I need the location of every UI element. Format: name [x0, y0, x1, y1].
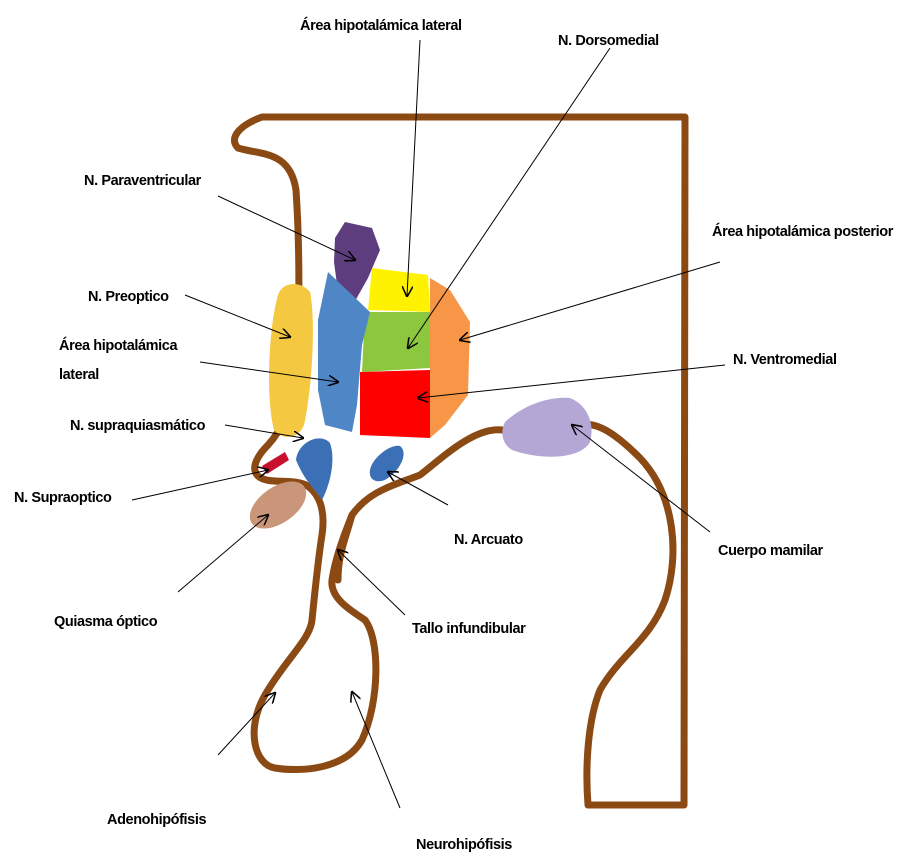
- dorsomedial-nucleus: [362, 312, 430, 372]
- arrow-paraventricular: [218, 196, 355, 260]
- label-n-dorsomedial: N. Dorsomedial: [558, 33, 659, 49]
- label-n-supraquiasmatico: N. supraquiasmático: [70, 418, 206, 434]
- label-n-arcuato: N. Arcuato: [454, 532, 523, 548]
- mammillary-body: [502, 398, 591, 457]
- arrow-cuerpo-mamilar: [572, 425, 710, 532]
- label-quiasma-optico: Quiasma óptico: [54, 614, 158, 630]
- arrow-dorsomedial: [408, 48, 610, 348]
- label-n-supraoptico: N. Supraoptico: [14, 490, 112, 506]
- label-area-hipotalamica-lateral-top: Área hipotalámica lateral: [300, 17, 462, 34]
- label-area-hipotalamica-posterior: Área hipotalámica posterior: [712, 223, 894, 240]
- hipotalamica-lateral-superior: [368, 268, 430, 312]
- label-n-ventromedial: N. Ventromedial: [733, 352, 837, 368]
- arrow-posterior: [460, 262, 720, 340]
- arrow-hipotalamica-lateral: [200, 362, 338, 382]
- label-tallo-infundibular: Tallo infundibular: [412, 621, 526, 637]
- posterior-hypothalamic-area: [430, 278, 470, 438]
- ventromedial-nucleus: [360, 370, 430, 438]
- label-area-hipotalamica-lateral-line2: lateral: [59, 367, 99, 383]
- labels: Área hipotalámica lateral N. Dorsomedial…: [14, 17, 894, 853]
- label-neurohipofisis: Neurohipófisis: [416, 837, 512, 853]
- arrow-adenohipofisis: [218, 693, 275, 755]
- label-n-paraventricular: N. Paraventricular: [84, 173, 202, 189]
- arrow-supraoptico: [132, 470, 268, 500]
- label-n-preoptico: N. Preoptico: [88, 289, 169, 305]
- label-area-hipotalamica-lateral-line1: Área hipotalámica: [59, 337, 178, 354]
- label-adenohipofisis: Adenohipófisis: [107, 812, 206, 828]
- arcuate-nucleus: [370, 446, 404, 481]
- label-cuerpo-mamilar: Cuerpo mamilar: [718, 543, 824, 559]
- arrow-quiasma-optico: [178, 515, 268, 592]
- arrow-area-hipotalamica-lateral-top: [407, 40, 420, 296]
- preoptic-nucleus: [269, 284, 313, 437]
